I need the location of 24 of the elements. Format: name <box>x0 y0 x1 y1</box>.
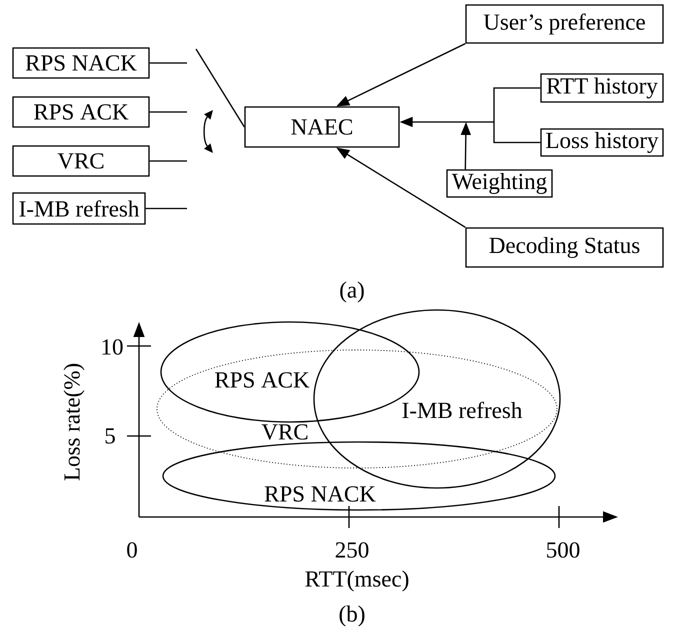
connector-line <box>150 111 187 113</box>
switch-line <box>195 48 245 128</box>
process-box: Weighting <box>446 169 553 198</box>
process-box: Decoding Status <box>465 227 664 268</box>
connector-line <box>150 160 187 162</box>
subfigure-caption: (b) <box>340 606 364 626</box>
tick-label: 0 <box>127 542 137 558</box>
subfigure-caption: (a) <box>340 282 364 302</box>
connector-line <box>146 208 187 210</box>
process-box: NAEC <box>244 106 400 148</box>
connector-line <box>150 62 187 64</box>
tick-label: 5 <box>106 428 115 444</box>
axis-label: Loss rate(%) <box>64 364 84 480</box>
axis-label: RTT(msec) <box>305 570 408 592</box>
tick-label: 250 <box>336 542 368 558</box>
process-box: RPS NACK <box>12 47 150 79</box>
process-box: I-MB refresh <box>12 192 146 225</box>
process-box: RPS ACK <box>12 96 150 128</box>
tick-label: 500 <box>547 542 580 558</box>
process-box: Loss history <box>540 128 664 157</box>
process-box: RTT history <box>540 73 664 103</box>
process-box: User’s preference <box>465 4 664 44</box>
process-box: VRC <box>12 145 150 177</box>
tick-label: 10 <box>102 339 123 355</box>
